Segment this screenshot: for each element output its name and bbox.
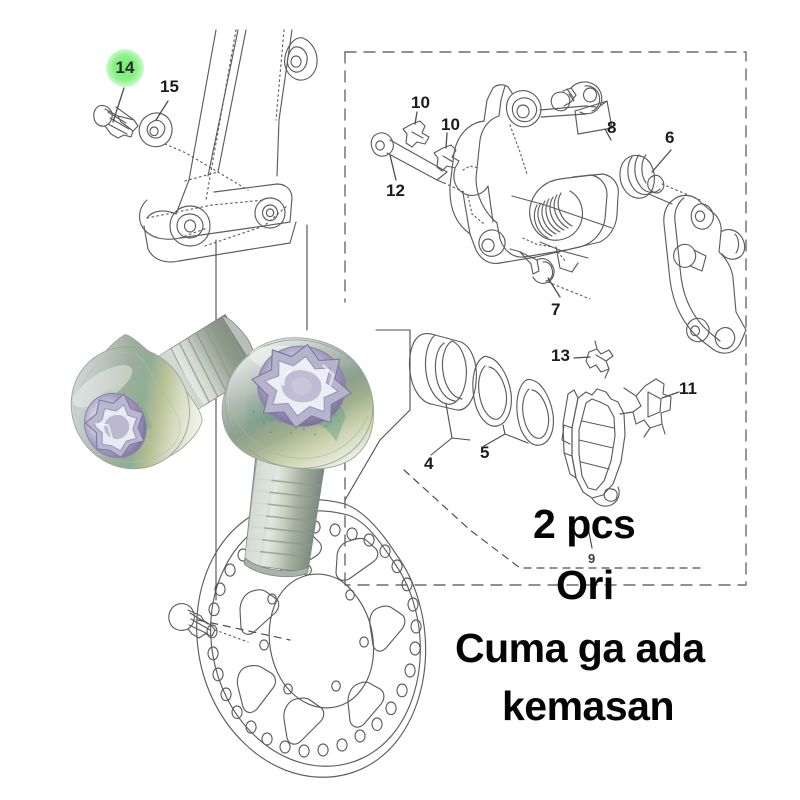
brake-caliper-body: [449, 84, 619, 273]
part-label-12: 12: [386, 181, 405, 200]
pad-pin-clip-10b: [433, 144, 460, 172]
piston-seal-rings-5: [472, 355, 555, 446]
photo-bolt-right: [221, 337, 375, 578]
photo-bolt-left: [70, 314, 261, 470]
part-label-7: 7: [551, 300, 561, 319]
fork-lower-leg: [138, 29, 318, 263]
part-label-10b: 10: [441, 115, 460, 134]
part-label-11: 11: [679, 379, 697, 398]
part-label-6: 6: [665, 128, 675, 147]
bleed-screw-cap-8: [550, 81, 613, 135]
part-label-13: 13: [551, 346, 570, 365]
leader-6: [651, 149, 672, 173]
highlight-badge-14: 14: [106, 49, 144, 87]
leader-11: [661, 391, 680, 399]
retaining-clip-11: [619, 378, 672, 438]
highlight-badge-label: 14: [115, 58, 135, 77]
overlay-note-line1: Cuma ga ada: [455, 625, 705, 671]
guide-pin-7: [509, 248, 591, 300]
disc-bolt-small-lineart: [168, 603, 249, 643]
part-label-10a: 10: [411, 93, 430, 112]
leader-10b: [445, 132, 448, 149]
part-label-9: 9: [588, 551, 596, 566]
overlay-origin-text: Ori: [556, 562, 614, 608]
photo-bolt-pair: [70, 314, 375, 578]
overlay-note-line2: kemasan: [502, 683, 675, 729]
part-label-4: 4: [424, 454, 434, 473]
washer-15: [138, 112, 249, 191]
leader-7: [547, 277, 561, 298]
leader-14: [112, 87, 125, 123]
leader-15: [155, 100, 169, 121]
brake-pad-set-9: [561, 388, 626, 507]
leader-13: [573, 356, 591, 359]
leader-10a: [414, 111, 418, 125]
leader-8: [604, 128, 612, 141]
leader-12: [389, 154, 397, 181]
part-label-15: 15: [160, 77, 179, 96]
brake-disc-rotor: [196, 498, 427, 778]
caliper-mounting-bracket: [663, 194, 747, 354]
caliper-piston-4: [408, 333, 477, 411]
pad-pin-clip-10a: [402, 120, 430, 148]
leader-9: [585, 516, 593, 549]
part-label-5: 5: [480, 443, 490, 462]
pad-spring-13: [585, 340, 614, 379]
part-label-8: 8: [607, 118, 617, 137]
overlay-quantity-text: 2 pcs: [533, 501, 636, 547]
bolt-14-lineart: [93, 104, 139, 139]
slide-pin-12: [370, 132, 467, 194]
dust-boot-6: [619, 154, 701, 205]
